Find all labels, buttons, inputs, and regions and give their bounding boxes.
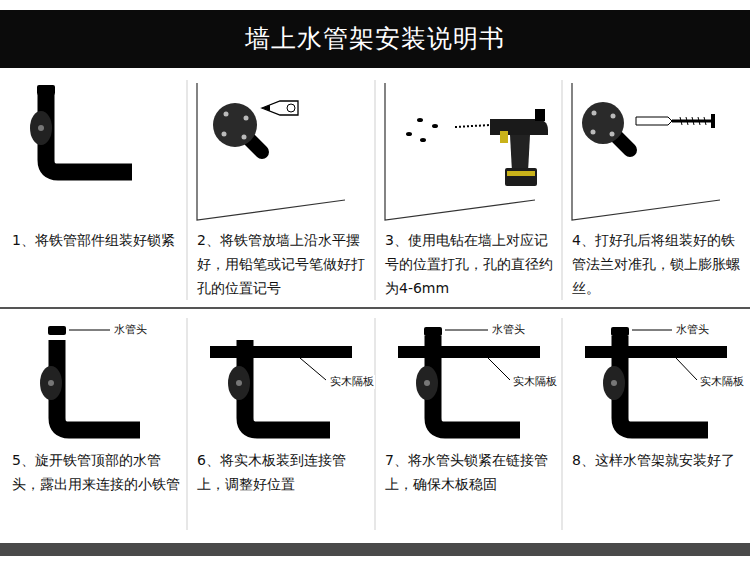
title-text: 墙上水管架安装说明书 xyxy=(0,24,750,54)
drill xyxy=(385,83,548,220)
pipe-open xyxy=(40,326,140,430)
bottom-band xyxy=(0,543,750,556)
part-label: 实木隔板 xyxy=(329,375,375,389)
step-caption: 7、将水管头锁紧在链接管上，确保木板稳固 xyxy=(385,448,553,496)
step-caption: 8、这样水管架就安装好了 xyxy=(572,448,744,472)
part-label: 水管头 xyxy=(113,323,148,337)
step-caption: 4、打好孔后将组装好的铁管法兰对准孔，锁上膨胀螺丝。 xyxy=(572,228,742,300)
pipe-assembly xyxy=(30,85,132,172)
anchor-screw xyxy=(572,83,720,220)
step-caption: 5、旋开铁管顶部的水管头，露出用来连接的小铁管 xyxy=(12,448,180,496)
step-caption: 6、将实木板装到连接管上，调整好位置 xyxy=(197,448,365,496)
step-caption: 3、使用电钻在墙上对应记号的位置打孔，孔的直径约为4-6mm xyxy=(385,228,553,300)
part-label: 水管头 xyxy=(675,323,710,337)
wall-marking xyxy=(197,83,345,220)
step-caption: 2、将铁管放墙上沿水平摆好，用铅笔或记号笔做好打孔的位置记号 xyxy=(197,228,365,300)
title-band xyxy=(0,10,750,68)
part-label: 实木隔板 xyxy=(699,375,745,389)
part-label: 实木隔板 xyxy=(512,375,558,389)
step-caption: 1、将铁管部件组装好锁紧 xyxy=(12,228,180,252)
part-label: 水管头 xyxy=(491,323,526,337)
